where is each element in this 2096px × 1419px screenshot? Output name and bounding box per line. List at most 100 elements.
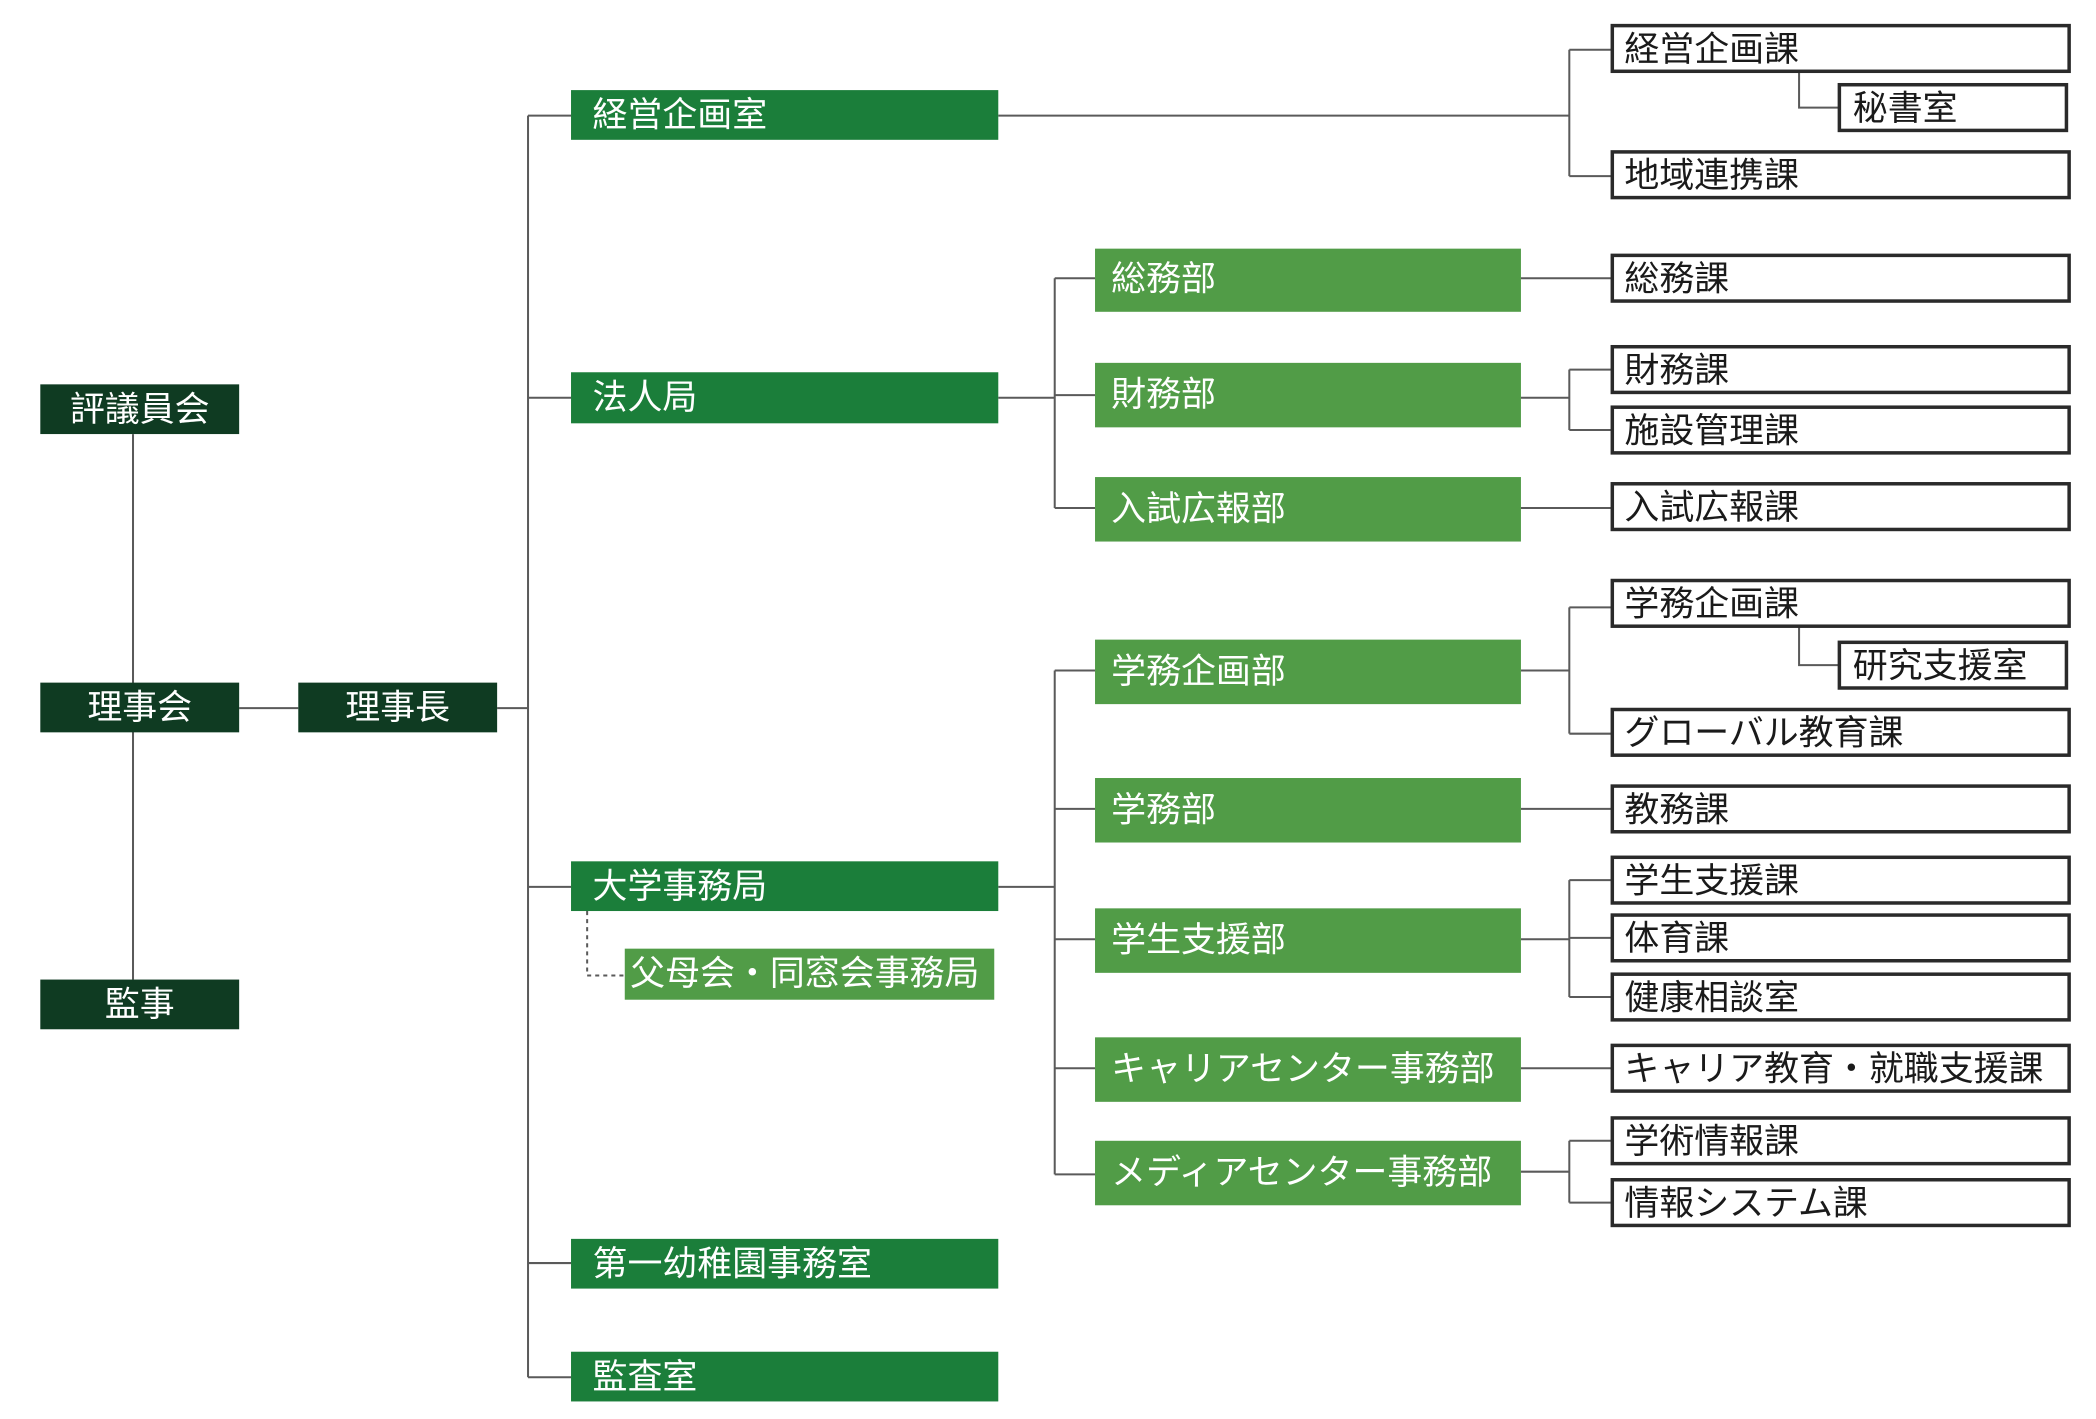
section-box <box>1610 1178 2071 1228</box>
department-box <box>1095 362 1521 428</box>
department-label: キャリアセンター事務部 <box>1111 1050 1494 1090</box>
kindergarten-office-box <box>571 1238 999 1289</box>
node-council: 評議員会 <box>40 384 240 435</box>
chairman-label: 理事長 <box>345 688 450 728</box>
university-bureau-label: 大学事務局 <box>593 867 768 907</box>
node-academic-planning-dept: 学務企画部 <box>1095 639 1521 705</box>
affiliate-dotted-line <box>586 911 625 977</box>
affiliate-office-box <box>624 948 995 1000</box>
node-student-support-section: 学生支援課 <box>1610 855 2071 905</box>
council-label: 評議員会 <box>70 390 210 430</box>
node-general-affairs-section: 総務課 <box>1610 253 2071 303</box>
subsection-box <box>1837 640 2069 690</box>
department-label: 学務部 <box>1111 790 1216 830</box>
connectors <box>132 48 1840 1379</box>
department-label: 入試広報部 <box>1111 489 1286 529</box>
section-box <box>1610 972 2071 1022</box>
department-label: 総務部 <box>1111 260 1216 300</box>
section-label: 地域連携課 <box>1624 156 1799 196</box>
section-label: 学生支援課 <box>1624 861 1799 901</box>
branch-research-support-office <box>1798 626 1840 667</box>
node-global-education-section: グローバル教育課 <box>1610 707 2071 757</box>
department-box <box>1095 1037 1521 1102</box>
node-research-support-office: 研究支援室 <box>1837 640 2069 690</box>
node-admissions-pr-section: 入試広報課 <box>1610 482 2071 532</box>
section-box <box>1610 913 2071 963</box>
auditors-label: 監事 <box>105 985 175 1025</box>
department-box <box>1095 248 1521 312</box>
node-physical-education-section: 体育課 <box>1610 913 2071 963</box>
node-health-counseling-office: 健康相談室 <box>1610 972 2071 1022</box>
section-box <box>1610 150 2071 200</box>
section-label: グローバル教育課 <box>1624 714 1903 754</box>
kindergarten-office-label: 第一幼稚園事務室 <box>593 1244 872 1284</box>
node-chairman: 理事長 <box>298 682 498 733</box>
node-media-center-dept: メディアセンター事務部 <box>1095 1140 1521 1206</box>
node-planning-office: 経営企画室 <box>571 90 999 140</box>
department-box <box>1095 1140 1521 1206</box>
chairman-box <box>298 682 498 733</box>
section-label: 健康相談室 <box>1624 978 1799 1018</box>
section-box <box>1610 855 2071 905</box>
node-career-center-dept: キャリアセンター事務部 <box>1095 1037 1521 1102</box>
audit-office-label: 監査室 <box>593 1357 698 1397</box>
section-box <box>1610 1116 2071 1166</box>
node-admissions-pr-dept: 入試広報部 <box>1095 477 1521 542</box>
node-career-education-section: キャリア教育・就職支援課 <box>1610 1043 2071 1093</box>
section-box <box>1610 344 2071 395</box>
node-facilities-section: 施設管理課 <box>1610 405 2071 455</box>
board-box <box>40 682 240 733</box>
section-label: 教務課 <box>1624 790 1729 830</box>
corporate-bureau-label: 法人局 <box>593 378 698 418</box>
node-academic-affairs-dept: 学務部 <box>1095 778 1521 843</box>
section-box <box>1610 405 2071 455</box>
node-general-affairs-dept: 総務部 <box>1095 248 1521 312</box>
section-box <box>1610 253 2071 303</box>
subsection-box <box>1837 82 2069 133</box>
subsection-label: 研究支援室 <box>1853 647 2028 687</box>
section-box <box>1610 784 2071 834</box>
corporate-bureau-box <box>571 372 999 424</box>
section-box <box>1610 707 2071 757</box>
node-planning-section: 経営企画課 <box>1610 23 2071 74</box>
section-label: 情報システム課 <box>1624 1184 1867 1224</box>
section-label: 入試広報課 <box>1624 488 1799 528</box>
board-label: 理事会 <box>87 688 192 728</box>
university-bureau-box <box>571 861 999 912</box>
node-secretary-office: 秘書室 <box>1837 82 2069 133</box>
node-corporate-bureau: 法人局 <box>571 372 999 424</box>
node-university-bureau: 大学事務局 <box>571 861 999 912</box>
section-box <box>1610 23 2071 74</box>
node-academic-affairs-section: 教務課 <box>1610 784 2071 834</box>
department-box <box>1095 908 1521 973</box>
branch-secretary-office <box>1798 71 1840 109</box>
section-box <box>1610 1043 2071 1093</box>
node-regional-section: 地域連携課 <box>1610 150 2071 200</box>
planning-office-label: 経営企画室 <box>593 96 768 136</box>
node-finance-section: 財務課 <box>1610 344 2071 395</box>
section-label: 学務企画課 <box>1624 585 1799 625</box>
section-label: 体育課 <box>1624 919 1729 959</box>
node-auditors: 監事 <box>40 979 240 1030</box>
department-label: 財務部 <box>1111 375 1216 415</box>
auditors-box <box>40 979 240 1030</box>
council-box <box>40 384 240 435</box>
planning-office-box <box>571 90 999 140</box>
node-academic-planning-section: 学務企画課 <box>1610 578 2071 628</box>
node-board: 理事会 <box>40 682 240 733</box>
affiliate-office-label: 父母会・同窓会事務局 <box>630 954 979 994</box>
subsection-label: 秘書室 <box>1853 89 1958 129</box>
section-label: 学術情報課 <box>1624 1122 1799 1162</box>
department-box <box>1095 477 1521 542</box>
section-label: 財務課 <box>1624 351 1729 391</box>
department-box <box>1095 778 1521 843</box>
node-info-systems-section: 情報システム課 <box>1610 1178 2071 1228</box>
department-label: 学務企画部 <box>1111 652 1286 692</box>
section-label: 総務課 <box>1624 260 1729 300</box>
node-academic-info-section: 学術情報課 <box>1610 1116 2071 1166</box>
node-student-support-dept: 学生支援部 <box>1095 908 1521 973</box>
section-box <box>1610 578 2071 628</box>
department-box <box>1095 639 1521 705</box>
section-label: 経営企画課 <box>1624 30 1799 70</box>
